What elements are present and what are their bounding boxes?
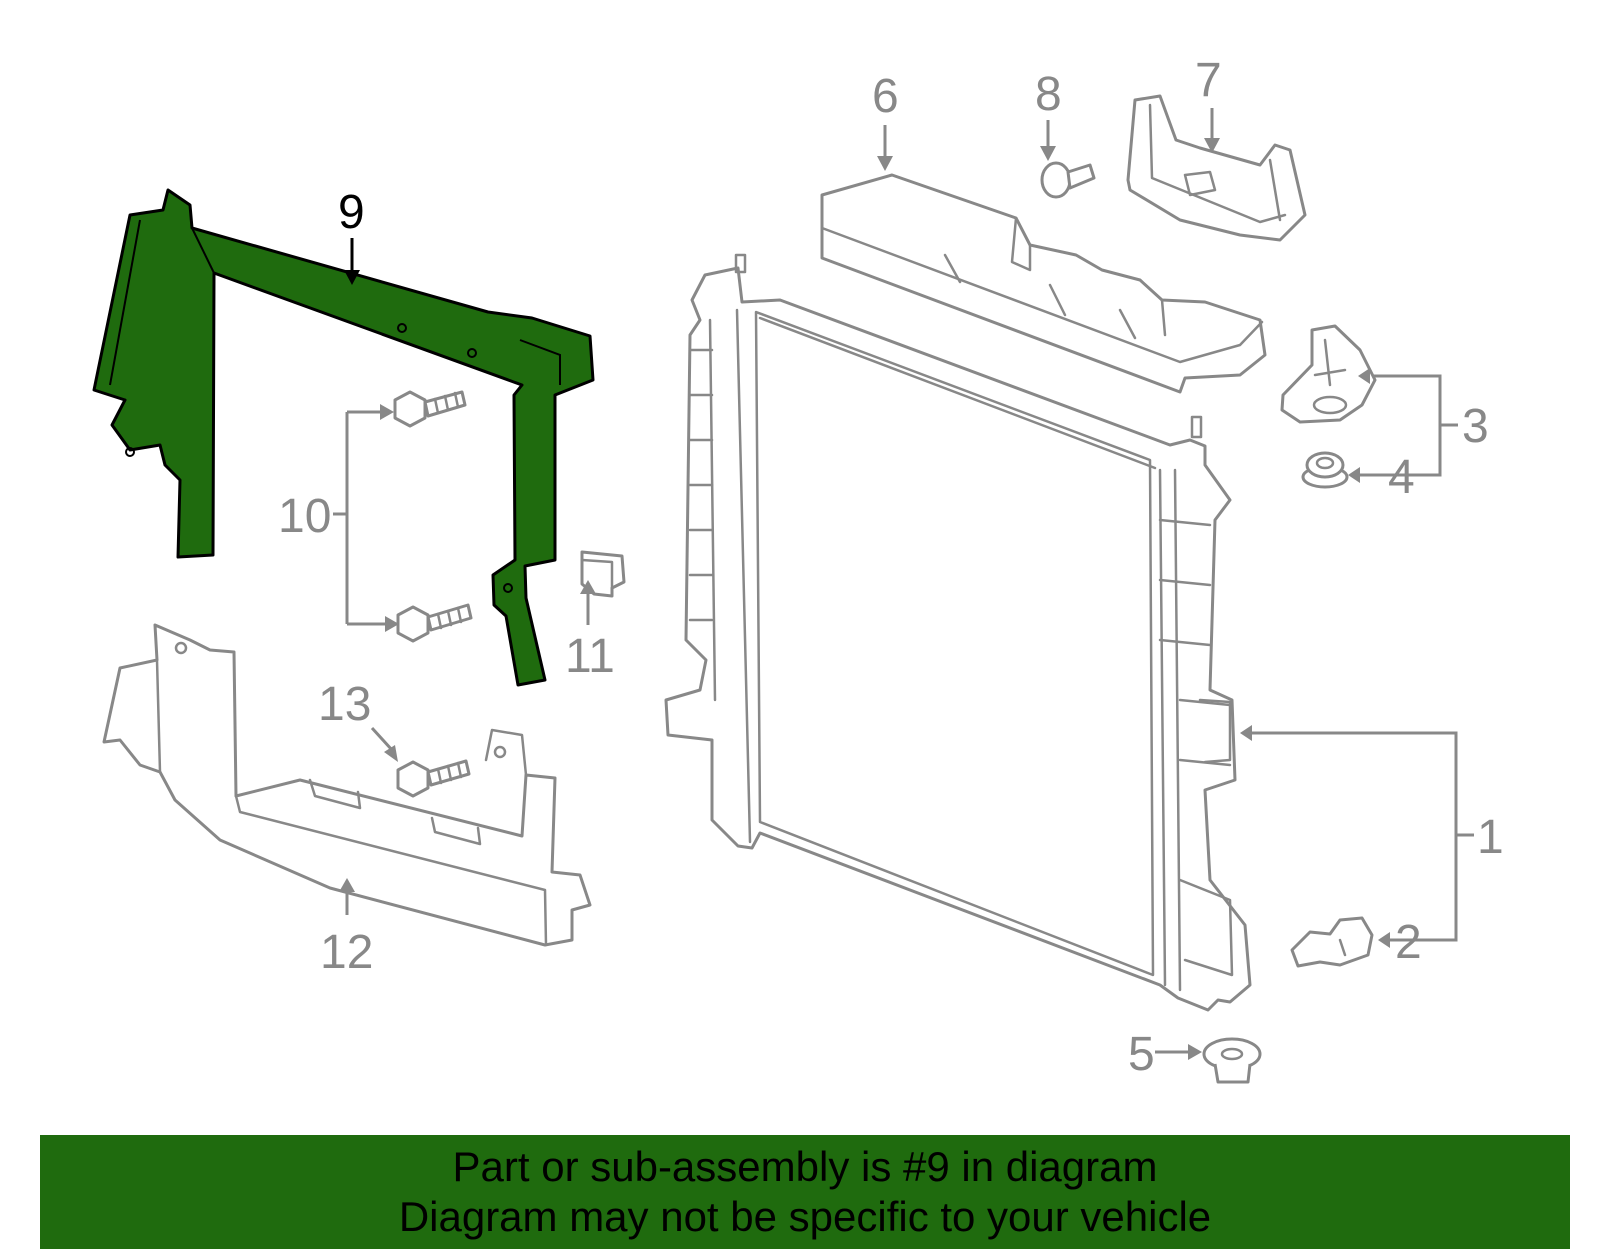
callout-6: 6	[872, 70, 899, 123]
part-7-bracket[interactable]	[1126, 94, 1307, 242]
callout-4: 4	[1388, 451, 1415, 504]
part-6-upper-baffle[interactable]	[820, 173, 1267, 394]
footer-line-part-info: Part or sub-assembly is #9 in diagram	[452, 1143, 1158, 1190]
callout-labels: 9 6 7 8 3 4 1 2 5 10 11 12 13	[278, 54, 1504, 1081]
callout-13: 13	[318, 678, 371, 731]
part-5-grommet[interactable]	[1202, 1037, 1262, 1084]
footer-line-disclaimer: Diagram may not be specific to your vehi…	[398, 1193, 1212, 1240]
callout-11: 11	[565, 630, 615, 683]
part-4-grommet[interactable]	[1301, 451, 1349, 489]
callout-8: 8	[1035, 68, 1062, 121]
part-1-radiator[interactable]	[664, 253, 1252, 1012]
callout-3: 3	[1462, 400, 1489, 453]
part-10-bolt-upper[interactable]	[393, 390, 467, 428]
part-10-bolt-lower[interactable]	[396, 603, 473, 643]
part-2-clip[interactable]	[1290, 916, 1374, 968]
callout-1: 1	[1477, 811, 1504, 864]
footer-banner: Part or sub-assembly is #9 in diagram Di…	[40, 1135, 1570, 1249]
part-11-clip[interactable]	[580, 550, 626, 598]
leader-lines	[333, 108, 1474, 1060]
part-12-lower-deflector[interactable]	[102, 623, 592, 947]
callout-5: 5	[1128, 1028, 1155, 1081]
callout-2: 2	[1395, 916, 1422, 969]
part-13-bolt[interactable]	[396, 759, 471, 798]
callout-9: 9	[338, 186, 365, 239]
part-8-push-pin[interactable]	[1040, 161, 1096, 199]
callout-7: 7	[1195, 54, 1222, 107]
part-3-mount[interactable]	[1280, 324, 1377, 424]
part-9-baffle-highlighted[interactable]	[92, 188, 595, 687]
callout-10: 10	[278, 490, 331, 543]
callout-12: 12	[320, 926, 373, 979]
